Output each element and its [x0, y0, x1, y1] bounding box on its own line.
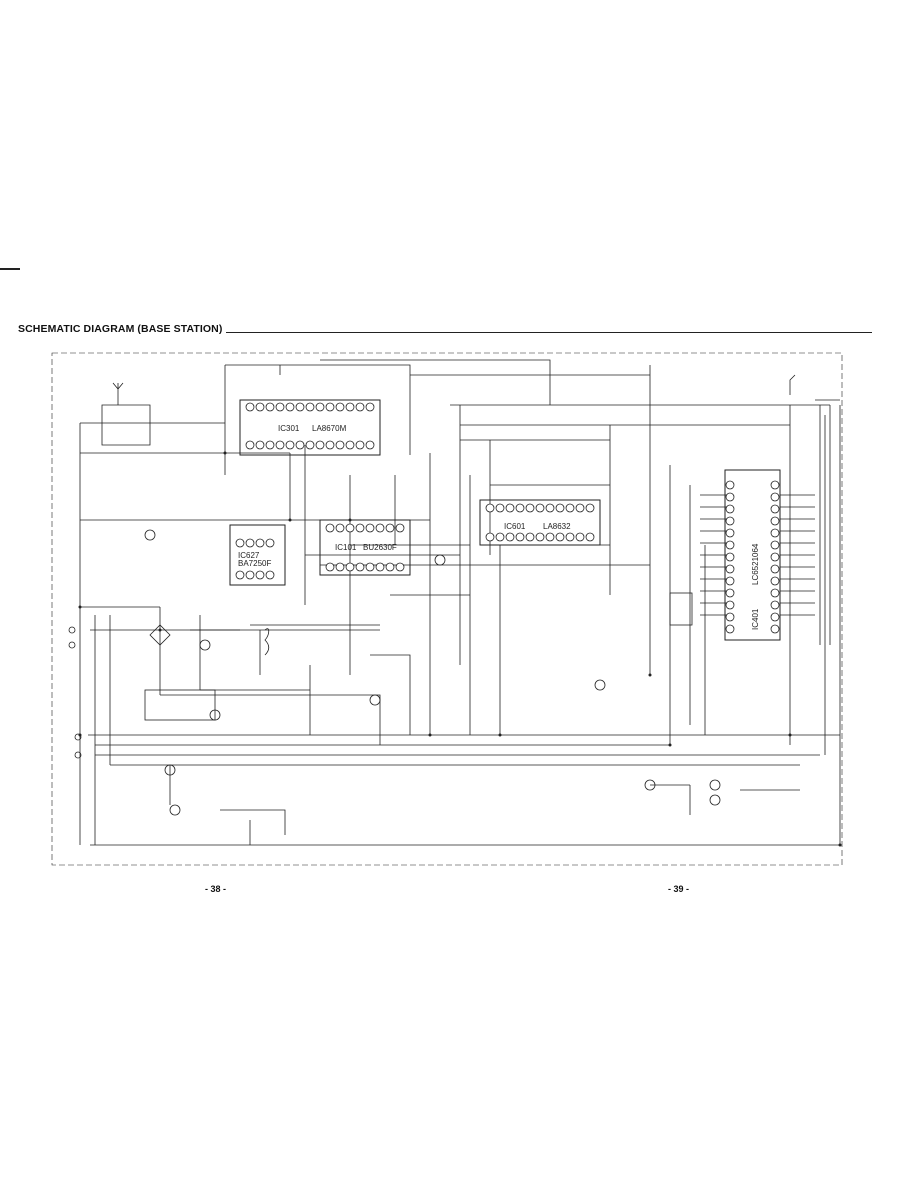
ic101-label: IC101	[335, 543, 357, 552]
ic27-part-label: BA7250F	[238, 559, 271, 568]
transistor-symbols	[144, 529, 721, 816]
terminal-circles	[68, 626, 82, 759]
page-number-left: - 38 -	[205, 884, 227, 894]
crop-mark	[0, 268, 20, 270]
ic-packages	[229, 399, 781, 641]
title-rule	[208, 332, 872, 333]
page-number-right: - 39 -	[668, 884, 690, 894]
page-title: SCHEMATIC DIAGRAM (BASE STATION)	[18, 323, 227, 335]
ic401-label: IC401	[751, 608, 760, 630]
title-row: SCHEMATIC DIAGRAM (BASE STATION)	[18, 323, 872, 339]
ic601-label: IC601	[504, 522, 526, 531]
ic-pin-circles	[235, 402, 780, 634]
ic401-part-label: LC6521064	[751, 543, 760, 585]
schematic-wiring	[51, 352, 843, 866]
ic101-part-label: BU2630F	[363, 543, 397, 552]
ic301-part-label: LA8670M	[312, 424, 347, 433]
schematic-diagram: IC301 LA8670M IC101 BU2630F IC601 LA8632…	[51, 352, 843, 866]
ic301-label: IC301	[278, 424, 300, 433]
ic601-part-label: LA8632	[543, 522, 571, 531]
ic27-label: IC627	[238, 551, 260, 560]
